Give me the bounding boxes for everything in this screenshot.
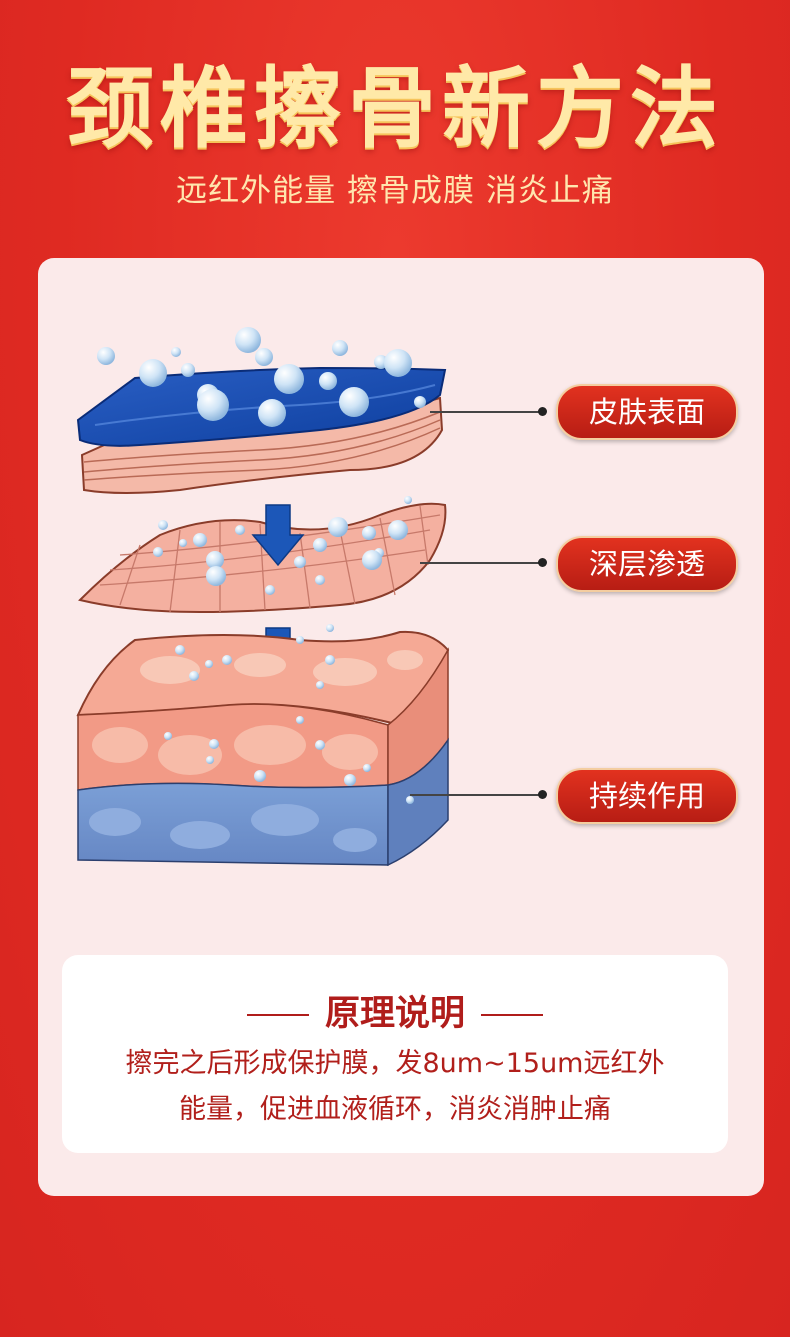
leader-dot: [538, 790, 547, 799]
skin-surface-layer: [76, 366, 447, 494]
label-deep-penetration: 深层渗透: [556, 536, 738, 592]
leader-line: [410, 794, 542, 796]
page-subtitle: 远红外能量 擦骨成膜 消炎止痛: [176, 173, 614, 209]
explanation-heading: 原理说明: [62, 985, 728, 1036]
explanation-heading-text: 原理说明: [324, 994, 465, 1034]
leader-line: [420, 562, 542, 564]
explanation-box: 原理说明 擦完之后形成保护膜，发8um~15um远红外 能量，促进血液循环，消炎…: [62, 955, 728, 1153]
explanation-line-2: 能量，促进血液循环，消炎消肿止痛: [179, 1094, 611, 1125]
tissue-block: [76, 630, 450, 867]
page-title: 颈椎擦骨新方法: [65, 57, 724, 160]
arrow-down-icon: [251, 504, 305, 567]
droplet-icon: [97, 327, 426, 427]
leader-dot: [538, 407, 547, 416]
explanation-body: 擦完之后形成保护膜，发8um~15um远红外 能量，促进血液循环，消炎消肿止痛: [82, 1041, 708, 1133]
explanation-line-1: 擦完之后形成保护膜，发8um~15um远红外: [125, 1048, 665, 1079]
heading-dash-right: [481, 1014, 543, 1016]
deep-layer: [78, 496, 447, 632]
label-skin-surface: 皮肤表面: [556, 384, 738, 440]
leader-line: [430, 411, 542, 413]
heading-dash-left: [246, 1014, 309, 1016]
leader-dot: [538, 558, 547, 567]
label-lasting-effect: 持续作用: [556, 768, 738, 824]
